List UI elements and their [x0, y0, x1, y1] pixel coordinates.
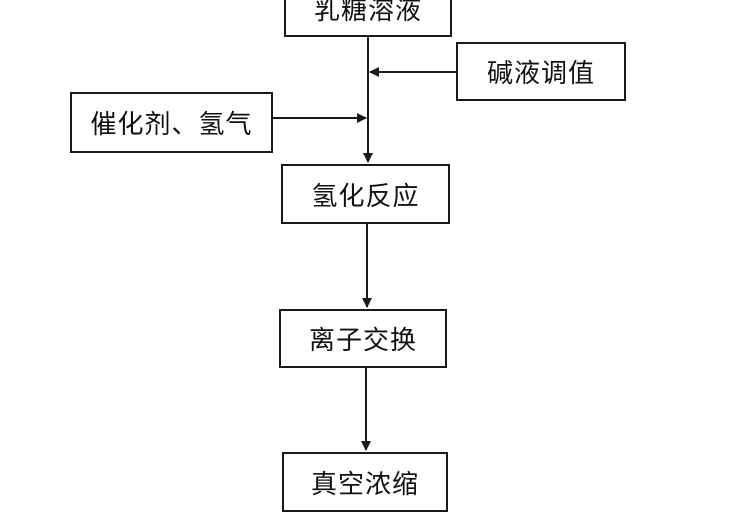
step-label: 氢化反应	[311, 181, 420, 212]
flowchart-connectors	[273, 37, 456, 451]
step-label: 乳糖溶液	[313, 0, 422, 26]
step-catalyst-hydrogen: 催化剂、氢气	[70, 92, 273, 153]
step-vacuum-concentration: 真空浓缩	[282, 452, 448, 512]
step-ion-exchange: 离子交换	[279, 309, 447, 368]
flowchart-canvas: 乳糖溶液 碱液调值 催化剂、氢气 氢化反应 离子交换 真空浓缩	[70, 0, 626, 512]
step-hydrogenation: 氢化反应	[281, 164, 450, 224]
step-label: 催化剂、氢气	[90, 110, 253, 140]
step-label: 碱液调值	[486, 59, 595, 89]
step-label: 离子交换	[308, 326, 417, 356]
step-alkali-adjust: 碱液调值	[456, 42, 626, 101]
step-lactose-solution: 乳糖溶液	[284, 0, 452, 37]
step-label: 真空浓缩	[310, 469, 419, 500]
